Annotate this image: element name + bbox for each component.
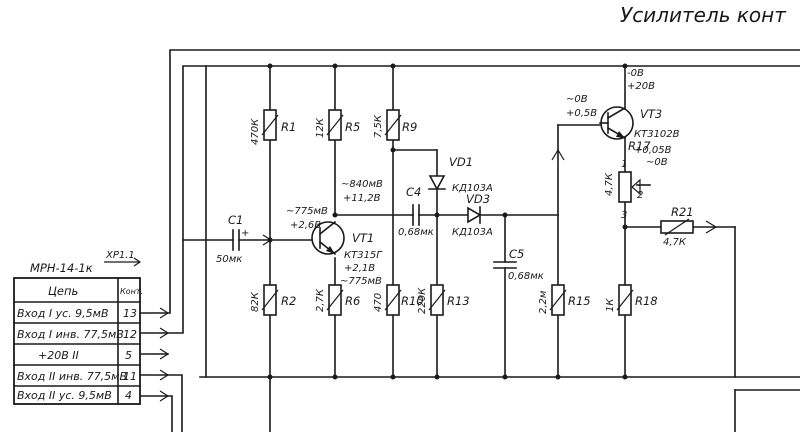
svg-text:+11,2В: +11,2В — [343, 193, 381, 204]
svg-text:~0В: ~0В — [566, 94, 588, 105]
svg-text:470: 470 — [373, 293, 384, 312]
svg-text:0,68мк: 0,68мк — [398, 227, 434, 238]
table-row-circuit: Вход II инв. 77,5мВ — [17, 370, 127, 383]
diode-vd1: VD1 КД103А — [428, 155, 493, 194]
svg-text:+2,6В: +2,6В — [290, 220, 321, 231]
svg-text:КТ3102В: КТ3102В — [634, 129, 680, 140]
resistor-r21: R21 4,7К — [660, 205, 694, 248]
svg-text:2,2м: 2,2м — [538, 290, 549, 314]
capacitor-c5: C5 0,68мк — [493, 247, 544, 282]
connector-ref: ХР1.1 — [105, 250, 135, 261]
table-header-contact: Конт. — [120, 287, 143, 296]
svg-text:R21: R21 — [671, 205, 694, 219]
svg-text:2: 2 — [637, 190, 643, 201]
svg-text:50мк: 50мк — [216, 254, 242, 265]
svg-text:R5: R5 — [345, 120, 360, 134]
svg-text:+20В: +20В — [627, 81, 655, 92]
svg-text:4,7К: 4,7К — [604, 172, 615, 196]
svg-text:R13: R13 — [447, 294, 470, 308]
svg-text:7,5К: 7,5К — [373, 114, 384, 138]
resistor-r10: R10 470 — [373, 284, 424, 316]
table-header-circuit: Цепь — [48, 284, 78, 298]
svg-text:R6: R6 — [345, 294, 360, 308]
resistor-r17: R17 4,7К 1 2 3 — [604, 139, 651, 221]
resistor-r2: R2 82К — [250, 284, 296, 316]
connector-block-name: МРН-14-1к — [30, 261, 93, 275]
resistor-r9: R9 7,5К — [373, 109, 417, 141]
table-row-contact: 11 — [123, 370, 137, 383]
table-row-contact: 4 — [125, 389, 132, 402]
svg-text:-0В: -0В — [627, 68, 644, 79]
svg-text:VT1: VT1 — [352, 231, 374, 245]
svg-text:~0В: ~0В — [646, 157, 668, 168]
table-row-contact: 5 — [125, 349, 132, 362]
svg-text:12К: 12К — [315, 117, 326, 138]
svg-text:R17: R17 — [628, 139, 651, 153]
svg-text:VD3: VD3 — [466, 192, 490, 206]
svg-text:0,68мк: 0,68мк — [508, 271, 544, 282]
svg-text:1К: 1К — [605, 298, 616, 312]
table-row-circuit: Вход I ус. 9,5мВ — [17, 307, 109, 320]
table-row-circuit: Вход II ус. 9,5мВ — [17, 389, 112, 402]
svg-text:КД103А: КД103А — [452, 183, 493, 194]
resistor-r18: R18 1К — [605, 284, 658, 316]
capacitor-c4: C4 0,68мк — [398, 185, 434, 238]
svg-text:C5: C5 — [509, 247, 524, 261]
svg-text:+0,05В: +0,05В — [634, 145, 672, 156]
svg-text:~840мВ: ~840мВ — [341, 179, 383, 190]
connector-block: МРН-14-1к ХР1.1 Цепь Конт. Вход I ус. 9,… — [13, 250, 143, 405]
svg-text:82К: 82К — [250, 291, 261, 312]
svg-text:R1: R1 — [281, 120, 296, 134]
svg-text:470К: 470К — [250, 118, 261, 145]
table-row-circuit: +20В II — [38, 349, 79, 362]
svg-text:VT3: VT3 — [640, 107, 662, 121]
resistor-r1: R1 470К — [250, 109, 296, 145]
svg-text:КД103А: КД103А — [452, 227, 493, 238]
svg-text:~775мВ: ~775мВ — [340, 276, 382, 287]
svg-text:+0,5В: +0,5В — [566, 108, 597, 119]
junction-dots — [267, 63, 628, 380]
svg-text:220К: 220К — [417, 287, 428, 314]
svg-text:VD1: VD1 — [449, 155, 473, 169]
svg-text:R10: R10 — [401, 294, 424, 308]
svg-text:4,7К: 4,7К — [663, 237, 687, 248]
input-arrows — [139, 307, 170, 402]
voltage-annotations: ~775мВ +2,6В ~840мВ +11,2В +2,1В ~775мВ … — [286, 68, 672, 287]
table-row-circuit: Вход I инв. 77,5мВ — [17, 328, 124, 341]
svg-text:3: 3 — [621, 210, 627, 221]
schematic-title: Усилитель конт — [620, 3, 787, 27]
resistor-r15: R15 2,2м — [538, 284, 591, 316]
transistor-vt3: VT3 КТ3102В — [599, 106, 680, 140]
svg-text:2,7К: 2,7К — [315, 288, 326, 312]
capacitor-c1: C1 50мк + — [216, 213, 249, 265]
svg-text:1: 1 — [621, 159, 627, 170]
resistor-r13: R13 220К — [417, 284, 470, 316]
svg-text:R2: R2 — [281, 294, 296, 308]
svg-text:R18: R18 — [635, 294, 658, 308]
svg-text:C1: C1 — [228, 213, 243, 227]
svg-text:~775мВ: ~775мВ — [286, 206, 328, 217]
svg-text:+: + — [241, 228, 249, 239]
transistor-vt1: VT1 КТ315Г — [311, 220, 383, 261]
svg-text:R15: R15 — [568, 294, 591, 308]
svg-text:КТ315Г: КТ315Г — [344, 250, 383, 261]
svg-text:C4: C4 — [406, 185, 421, 199]
table-row-contact: 13 — [123, 307, 137, 320]
ground-bus — [199, 376, 800, 432]
resistor-r5: R5 12К — [315, 109, 360, 141]
diode-vd3: VD3 КД103А — [452, 192, 493, 238]
svg-text:R9: R9 — [402, 120, 417, 134]
svg-text:+2,1В: +2,1В — [344, 263, 375, 274]
resistor-r6: R6 2,7К — [315, 284, 360, 316]
input-lines — [139, 49, 800, 432]
table-row-contact: 12 — [123, 328, 137, 341]
